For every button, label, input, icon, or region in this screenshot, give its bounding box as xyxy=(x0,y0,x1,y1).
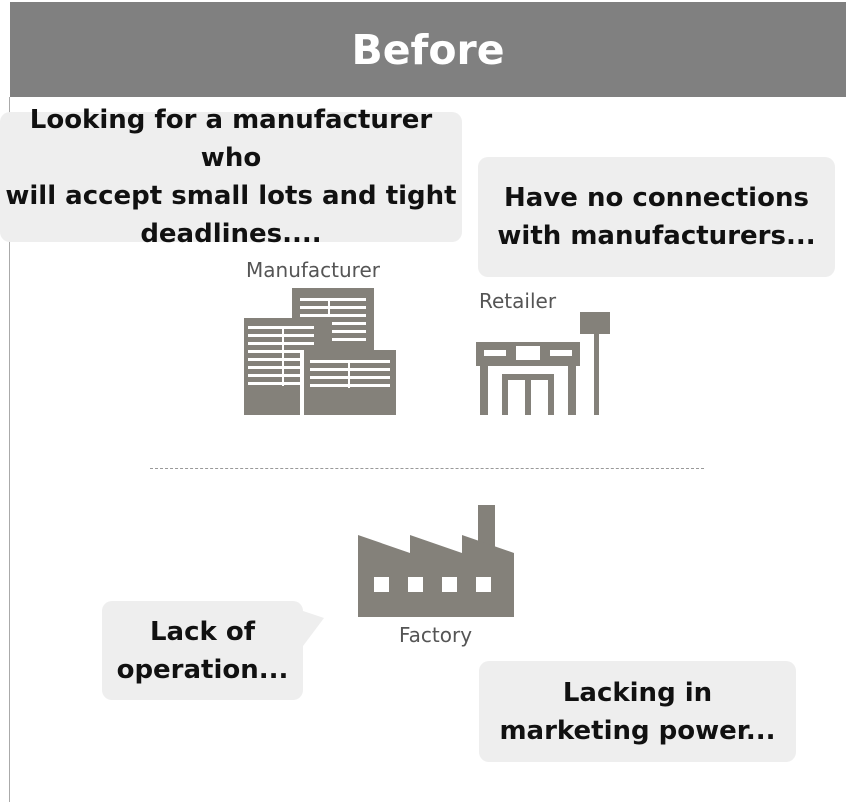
page-title: Before xyxy=(351,25,505,74)
speech-bubble-tail xyxy=(300,610,324,650)
office-buildings-icon xyxy=(244,288,396,415)
factory-icon xyxy=(358,505,514,617)
retailer-need-bubble: Have no connections with manufacturers..… xyxy=(478,157,835,277)
storefront-icon xyxy=(476,312,610,415)
factory-label: Factory xyxy=(399,623,473,647)
factory-idle-bubble: Lack of operation... xyxy=(102,601,303,700)
dashed-divider xyxy=(150,468,704,469)
left-border-line xyxy=(9,97,10,802)
header-bar: Before xyxy=(10,2,846,97)
manufacturer-label: Manufacturer xyxy=(246,258,380,282)
factory-marketing-bubble: Lacking in marketing power... xyxy=(479,661,796,762)
retailer-label: Retailer xyxy=(479,289,557,313)
manufacturer-need-bubble: Looking for a manufacturer who will acce… xyxy=(0,105,462,249)
